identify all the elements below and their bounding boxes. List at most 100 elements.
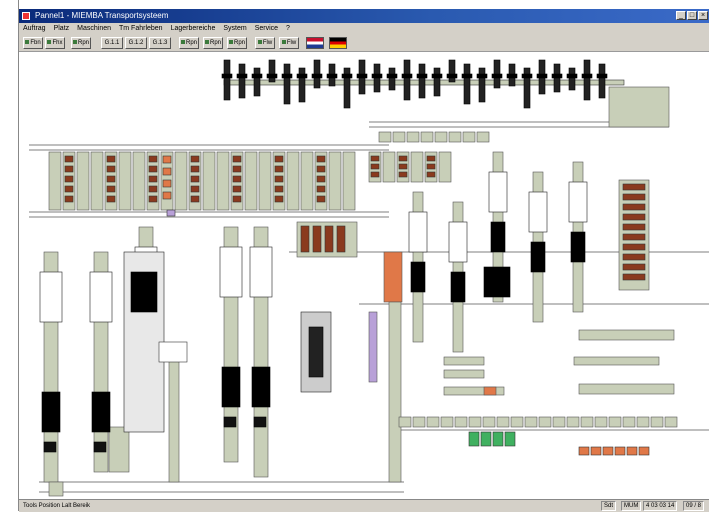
rack-cell-brown[interactable] <box>426 155 436 162</box>
rack-cell-orange[interactable] <box>162 167 172 176</box>
rack-column[interactable] <box>342 151 356 211</box>
rack-cell-brown[interactable] <box>232 185 242 193</box>
side-rack-cell[interactable] <box>622 253 646 261</box>
orange-bottom-cell[interactable] <box>614 446 626 456</box>
press-base[interactable] <box>108 426 130 473</box>
rack-cell-brown[interactable] <box>370 171 380 178</box>
menu-auftrag[interactable]: Auftrag <box>23 25 46 32</box>
rack-marker[interactable] <box>166 209 176 217</box>
menu-system[interactable]: System <box>223 25 247 32</box>
rack-column[interactable] <box>300 151 314 211</box>
mid-rack-cell[interactable] <box>300 225 310 253</box>
rack-cell-orange[interactable] <box>162 191 172 200</box>
rack-column-right[interactable] <box>382 151 396 183</box>
bottom-cell[interactable] <box>426 416 440 428</box>
rack-cell-brown[interactable] <box>232 195 242 203</box>
rack-cell-brown[interactable] <box>64 155 74 163</box>
bottom-cell[interactable] <box>580 416 594 428</box>
cell[interactable] <box>378 131 392 143</box>
flag-nl-icon[interactable] <box>306 37 324 49</box>
rack-column-right[interactable] <box>410 151 424 183</box>
buffer-rail-1[interactable] <box>443 356 485 366</box>
buffer-cell[interactable] <box>483 386 497 396</box>
bottom-cell[interactable] <box>468 416 482 428</box>
rack-column[interactable] <box>48 151 62 211</box>
green-cell[interactable] <box>504 431 516 447</box>
bottom-cell[interactable] <box>664 416 678 428</box>
rack-cell-brown[interactable] <box>106 195 116 203</box>
rack-column[interactable] <box>286 151 300 211</box>
rack-cell-brown[interactable] <box>316 165 326 173</box>
rack-cell-brown[interactable] <box>148 185 158 193</box>
menu-help[interactable]: ? <box>286 25 290 32</box>
menu-maschinen[interactable]: Maschinen <box>77 25 111 32</box>
rack-column[interactable] <box>90 151 104 211</box>
rack-cell-brown[interactable] <box>398 163 408 170</box>
side-rack-cell[interactable] <box>622 233 646 241</box>
buffer-rail-3[interactable] <box>443 386 505 396</box>
toolbar-button-6[interactable]: G.1.3 <box>149 37 171 49</box>
rack-column[interactable] <box>258 151 272 211</box>
orange-bottom-cell[interactable] <box>590 446 602 456</box>
mid-rack-cell[interactable] <box>324 225 334 253</box>
rack-cell-brown[interactable] <box>190 175 200 183</box>
purple-track[interactable] <box>368 311 378 383</box>
toolbar-button-5[interactable]: G.1.2 <box>125 37 147 49</box>
bottom-left-station[interactable] <box>48 481 64 497</box>
bottom-cell[interactable] <box>440 416 454 428</box>
rack-cell-brown[interactable] <box>148 195 158 203</box>
side-rack-cell[interactable] <box>622 223 646 231</box>
side-rack-cell[interactable] <box>622 273 646 281</box>
rack-column[interactable] <box>244 151 258 211</box>
title-bar[interactable]: Pannel1 - MIEMBA Transportsysteem _ □ × <box>19 9 709 23</box>
menu-lagerbereiche[interactable]: Lagerbereiche <box>170 25 216 32</box>
maximize-button[interactable]: □ <box>687 11 697 20</box>
orange-bottom-cell[interactable] <box>578 446 590 456</box>
transfer-rail-1[interactable] <box>578 329 675 341</box>
green-cell[interactable] <box>468 431 480 447</box>
toolbar-button-8[interactable]: Rpn <box>203 37 223 49</box>
rack-column[interactable] <box>118 151 132 211</box>
side-rack-cell[interactable] <box>622 213 646 221</box>
rack-cell-brown[interactable] <box>148 175 158 183</box>
bottom-cell[interactable] <box>566 416 580 428</box>
down-conveyor[interactable] <box>388 301 402 483</box>
plant-layout-diagram[interactable] <box>19 52 709 499</box>
bottom-cell[interactable] <box>650 416 664 428</box>
buffer-rail-2[interactable] <box>443 369 485 379</box>
rack-cell-brown[interactable] <box>148 155 158 163</box>
orange-bottom-cell[interactable] <box>638 446 650 456</box>
cell[interactable] <box>406 131 420 143</box>
rack-cell-brown[interactable] <box>398 171 408 178</box>
cell[interactable] <box>476 131 490 143</box>
bottom-cell[interactable] <box>398 416 412 428</box>
plant-layout-canvas[interactable] <box>19 52 709 499</box>
toolbar-button-11[interactable]: Flw <box>279 37 299 49</box>
bottom-cell[interactable] <box>454 416 468 428</box>
rack-cell-brown[interactable] <box>190 155 200 163</box>
rack-cell-brown[interactable] <box>274 185 284 193</box>
transfer-rail-3[interactable] <box>578 383 675 395</box>
rack-cell-brown[interactable] <box>106 165 116 173</box>
rack-column[interactable] <box>174 151 188 211</box>
press-conveyor[interactable] <box>168 356 180 483</box>
toolbar-button-9[interactable]: Rpn <box>227 37 247 49</box>
flag-de-icon[interactable] <box>329 37 347 49</box>
bottom-cell[interactable] <box>524 416 538 428</box>
rack-cell-brown[interactable] <box>274 175 284 183</box>
menu-service[interactable]: Service <box>254 25 279 32</box>
cell[interactable] <box>448 131 462 143</box>
rack-cell-brown[interactable] <box>274 155 284 163</box>
bottom-cell[interactable] <box>594 416 608 428</box>
rack-cell-orange[interactable] <box>162 155 172 164</box>
rack-column[interactable] <box>202 151 216 211</box>
green-cell[interactable] <box>492 431 504 447</box>
rack-cell-brown[interactable] <box>232 175 242 183</box>
toolbar-button-2[interactable]: Fhx <box>45 37 65 49</box>
rack-cell-brown[interactable] <box>106 175 116 183</box>
rack-cell-brown[interactable] <box>190 165 200 173</box>
mid-rack-cell[interactable] <box>336 225 346 253</box>
transfer-rail-2[interactable] <box>573 356 660 366</box>
rack-cell-brown[interactable] <box>316 195 326 203</box>
green-cell[interactable] <box>480 431 492 447</box>
